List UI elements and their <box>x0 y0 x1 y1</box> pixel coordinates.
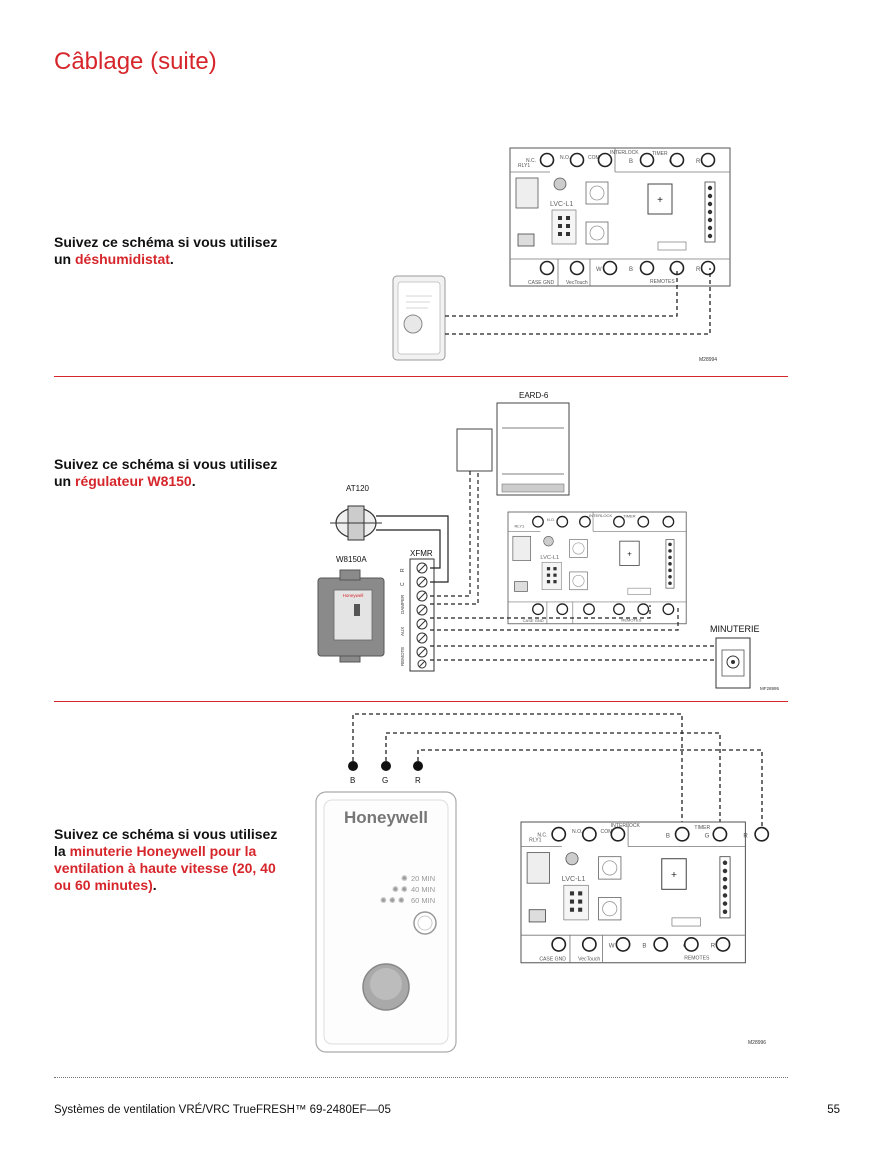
svg-text:20 MIN: 20 MIN <box>411 874 435 883</box>
figure-w8150: EARD-6 RLY1 N.O. INTERLOCK TIMER LVC-L1 … <box>317 391 780 691</box>
svg-text:VecTouch: VecTouch <box>566 280 588 286</box>
svg-text:LVC-L1: LVC-L1 <box>562 875 586 883</box>
svg-text:LVC-L1: LVC-L1 <box>550 201 573 208</box>
svg-text:MINUTERIE: MINUTERIE <box>710 624 760 634</box>
section-divider <box>54 701 788 702</box>
svg-text:DAMPER: DAMPER <box>400 594 405 614</box>
section-divider <box>54 376 788 377</box>
svg-text:INTERLOCK: INTERLOCK <box>611 823 641 829</box>
svg-text:W: W <box>609 942 615 949</box>
svg-text:RLY1: RLY1 <box>518 163 530 169</box>
svg-text:B: B <box>642 942 646 949</box>
svg-text:TIMER: TIMER <box>694 825 710 831</box>
svg-text:CASE GND: CASE GND <box>528 280 555 286</box>
svg-text:B: B <box>629 267 633 273</box>
svg-text:R: R <box>711 942 716 949</box>
wire-label-r: R <box>415 776 421 785</box>
terminal-strip: XFMR R C DAMPER AUX REMOTE <box>400 549 435 672</box>
svg-text:R: R <box>696 267 701 273</box>
svg-text:40 MIN: 40 MIN <box>411 885 435 894</box>
svg-text:✺ ✺: ✺ ✺ <box>392 885 408 894</box>
minuterie-timer: MINUTERIE <box>710 624 760 689</box>
svg-text:INTERLOCK: INTERLOCK <box>610 150 639 156</box>
dehumidistat-wires <box>445 268 711 335</box>
instruction-timer: Suivez ce schéma si vous utilisez la min… <box>54 826 278 893</box>
svg-text:B: B <box>666 832 670 839</box>
eard-damper: EARD-6 <box>496 391 570 496</box>
at120-transformer: AT120 W8150A <box>330 484 382 564</box>
svg-text:R: R <box>743 832 748 839</box>
svg-text:REMOTE: REMOTE <box>400 647 405 666</box>
damper-actuator <box>456 428 493 472</box>
svg-text:CASE GND: CASE GND <box>539 957 566 963</box>
svg-text:N.O.: N.O. <box>572 829 582 835</box>
instruction-dehumidistat: Suivez ce schéma si vous utilisez un dés… <box>54 234 278 267</box>
svg-text:REMOTES: REMOTES <box>621 617 641 622</box>
dehumidistat-device <box>392 275 446 361</box>
svg-text:AT120: AT120 <box>346 484 370 493</box>
svg-text:N.O.: N.O. <box>547 517 555 522</box>
svg-text:COM: COM <box>588 155 600 161</box>
figure-honeywell-timer: B G R Honeywell 20 MIN 40 MIN 60 MIN ✺ ✺… <box>315 713 770 1053</box>
figure-id: MF28995 <box>760 686 780 691</box>
page-title: Câblage (suite) <box>54 48 217 75</box>
svg-text:EARD-6: EARD-6 <box>519 391 549 400</box>
control-board: RLY1 N.C. N.O. COM INTERLOCK TIMER LVC-L… <box>520 821 770 964</box>
figure-id: M28994 <box>699 357 717 363</box>
svg-text:Honeywell: Honeywell <box>343 593 364 598</box>
svg-text:REMOTES: REMOTES <box>650 279 675 285</box>
svg-text:REMOTES: REMOTES <box>684 956 710 962</box>
svg-text:RLY1: RLY1 <box>514 523 525 528</box>
svg-text:TIMER: TIMER <box>623 514 636 519</box>
svg-text:C: C <box>400 582 406 586</box>
svg-text:TIMER: TIMER <box>652 151 668 157</box>
svg-text:W8150A: W8150A <box>336 555 367 564</box>
transformer-wires <box>376 515 449 583</box>
svg-text:N.C.: N.C. <box>526 158 536 164</box>
svg-text:N.O.: N.O. <box>560 155 570 161</box>
svg-text:COM: COM <box>601 829 613 835</box>
svg-text:N.C.: N.C. <box>537 832 547 838</box>
timer-wires <box>352 713 763 826</box>
wire-label-g: G <box>382 776 388 785</box>
svg-text:INTERLOCK: INTERLOCK <box>589 513 612 518</box>
control-board: RLY1 N.C. N.O. COM INTERLOCK TIMER LVC-L… <box>509 147 731 287</box>
control-board: RLY1 N.O. INTERLOCK TIMER LVC-L1 CASE GN… <box>507 511 687 625</box>
w8150a-device: Honeywell <box>317 569 385 663</box>
svg-text:R: R <box>696 159 701 165</box>
svg-text:RLY1: RLY1 <box>529 837 542 843</box>
svg-text:XFMR: XFMR <box>410 549 433 558</box>
control-wires <box>430 471 716 661</box>
figure-dehumidistat: RLY1 N.C. N.O. COM INTERLOCK TIMER LVC-L… <box>392 147 731 363</box>
page-number: 55 <box>827 1104 840 1116</box>
svg-text:CASE GND: CASE GND <box>523 618 544 623</box>
svg-text:G: G <box>705 832 710 839</box>
svg-text:W: W <box>596 267 602 273</box>
svg-text:✺: ✺ <box>401 874 408 883</box>
svg-text:60 MIN: 60 MIN <box>411 896 435 905</box>
footer-divider <box>54 1077 788 1078</box>
honeywell-timer-device: Honeywell 20 MIN 40 MIN 60 MIN ✺ ✺ ✺ ✺ ✺… <box>315 791 457 1053</box>
svg-text:R: R <box>400 568 406 572</box>
figure-id: M28996 <box>748 1040 766 1046</box>
wire-label-b: B <box>350 776 355 785</box>
footer-text: Systèmes de ventilation VRÉ/VRC TrueFRES… <box>54 1104 391 1116</box>
svg-text:VecTouch: VecTouch <box>578 957 600 963</box>
svg-text:LVC-L1: LVC-L1 <box>540 555 559 561</box>
svg-text:AUX: AUX <box>400 627 405 636</box>
svg-text:B: B <box>629 159 633 165</box>
honeywell-logo: Honeywell <box>344 808 428 827</box>
svg-text:✺ ✺ ✺: ✺ ✺ ✺ <box>380 896 405 905</box>
instruction-w8150: Suivez ce schéma si vous utilisez un rég… <box>54 456 278 489</box>
